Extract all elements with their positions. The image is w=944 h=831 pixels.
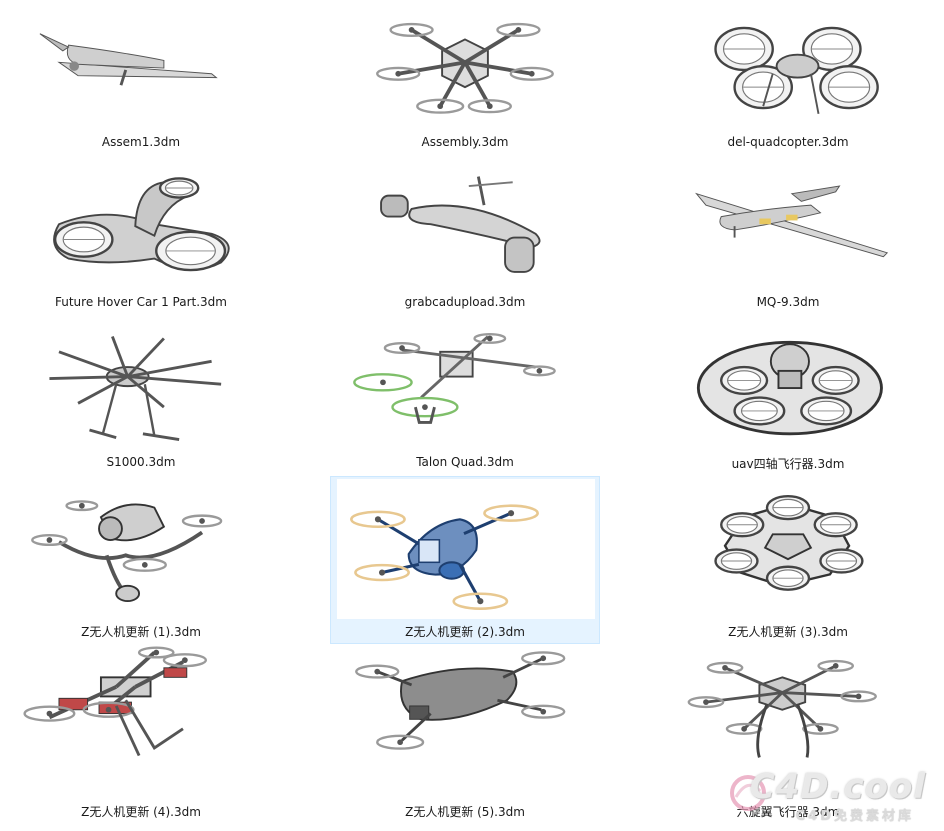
folding-drone-thumbnail-icon xyxy=(339,643,591,767)
file-name-label: Z无人机更新 (2).3dm xyxy=(405,625,525,639)
watermark-brand: C4D.cool xyxy=(749,767,926,807)
file-tile[interactable]: grabcadupload.3dm xyxy=(330,164,600,326)
swirl-logo-icon xyxy=(730,775,766,811)
talon-quad-thumbnail-icon xyxy=(339,327,591,451)
file-tile[interactable]: Z无人机更新 (2).3dm xyxy=(330,476,600,644)
blue-drone-thumbnail-icon xyxy=(337,479,595,619)
file-tile[interactable]: Z无人机更新 (1).3dm xyxy=(6,476,276,644)
hover-car-thumbnail-icon xyxy=(15,167,267,291)
file-name-label: Future Hover Car 1 Part.3dm xyxy=(54,295,227,309)
file-name-label: Z无人机更新 (4).3dm xyxy=(81,805,201,819)
watermark-subtitle: C4D免费素材库 xyxy=(795,809,914,824)
file-tile[interactable]: Future Hover Car 1 Part.3dm xyxy=(6,164,276,326)
file-name-label: uav四轴飞行器.3dm xyxy=(731,457,845,471)
file-name-label: Z无人机更新 (1).3dm xyxy=(81,625,201,639)
predator-drone-thumbnail-icon xyxy=(15,7,267,131)
racing-drone-thumbnail-icon xyxy=(15,479,267,603)
hex-ducted-drone-thumbnail-icon xyxy=(662,479,914,603)
file-name-label: Z无人机更新 (5).3dm xyxy=(405,805,525,819)
file-name-label: grabcadupload.3dm xyxy=(404,295,526,309)
file-name-label: 六旋翼飞行器.3dm xyxy=(736,805,840,819)
file-tile[interactable]: Z无人机更新 (4).3dm xyxy=(6,640,276,819)
file-name-label: Assem1.3dm xyxy=(101,135,181,149)
file-name-label: Z无人机更新 (3).3dm xyxy=(728,625,848,639)
file-tile[interactable]: MQ-9.3dm xyxy=(653,164,923,326)
file-name-label: S1000.3dm xyxy=(106,455,176,469)
file-tile[interactable]: S1000.3dm xyxy=(6,324,276,486)
file-name-label: del-quadcopter.3dm xyxy=(727,135,849,149)
file-name-label: MQ-9.3dm xyxy=(756,295,820,309)
watermark: C4D.cool C4D免费素材库 xyxy=(726,767,926,827)
file-tile[interactable]: Assem1.3dm xyxy=(6,4,276,166)
file-tile[interactable]: del-quadcopter.3dm xyxy=(653,4,923,166)
octocopter-thumbnail-icon xyxy=(15,327,267,451)
file-tile[interactable]: Talon Quad.3dm xyxy=(330,324,600,486)
tiltrotor-thumbnail-icon xyxy=(339,167,591,291)
ring-quadcopter-thumbnail-icon xyxy=(662,327,914,451)
file-name-label: Talon Quad.3dm xyxy=(416,455,514,469)
file-tile[interactable]: uav四轴飞行器.3dm xyxy=(653,324,923,486)
file-tile[interactable]: Z无人机更新 (3).3dm xyxy=(653,476,923,644)
file-tile[interactable]: Assembly.3dm xyxy=(330,4,600,166)
hexarotor-thumbnail-icon xyxy=(662,643,914,767)
file-tile[interactable]: Z无人机更新 (5).3dm xyxy=(330,640,600,819)
file-tile[interactable]: 六旋翼飞行器.3dm xyxy=(653,640,923,819)
mq9-reaper-thumbnail-icon xyxy=(662,167,914,291)
file-name-label: Assembly.3dm xyxy=(421,135,509,149)
red-quadcopter-thumbnail-icon xyxy=(15,643,267,767)
ducted-quadcopter-thumbnail-icon xyxy=(662,7,914,131)
hexacopter-thumbnail-icon xyxy=(339,7,591,131)
